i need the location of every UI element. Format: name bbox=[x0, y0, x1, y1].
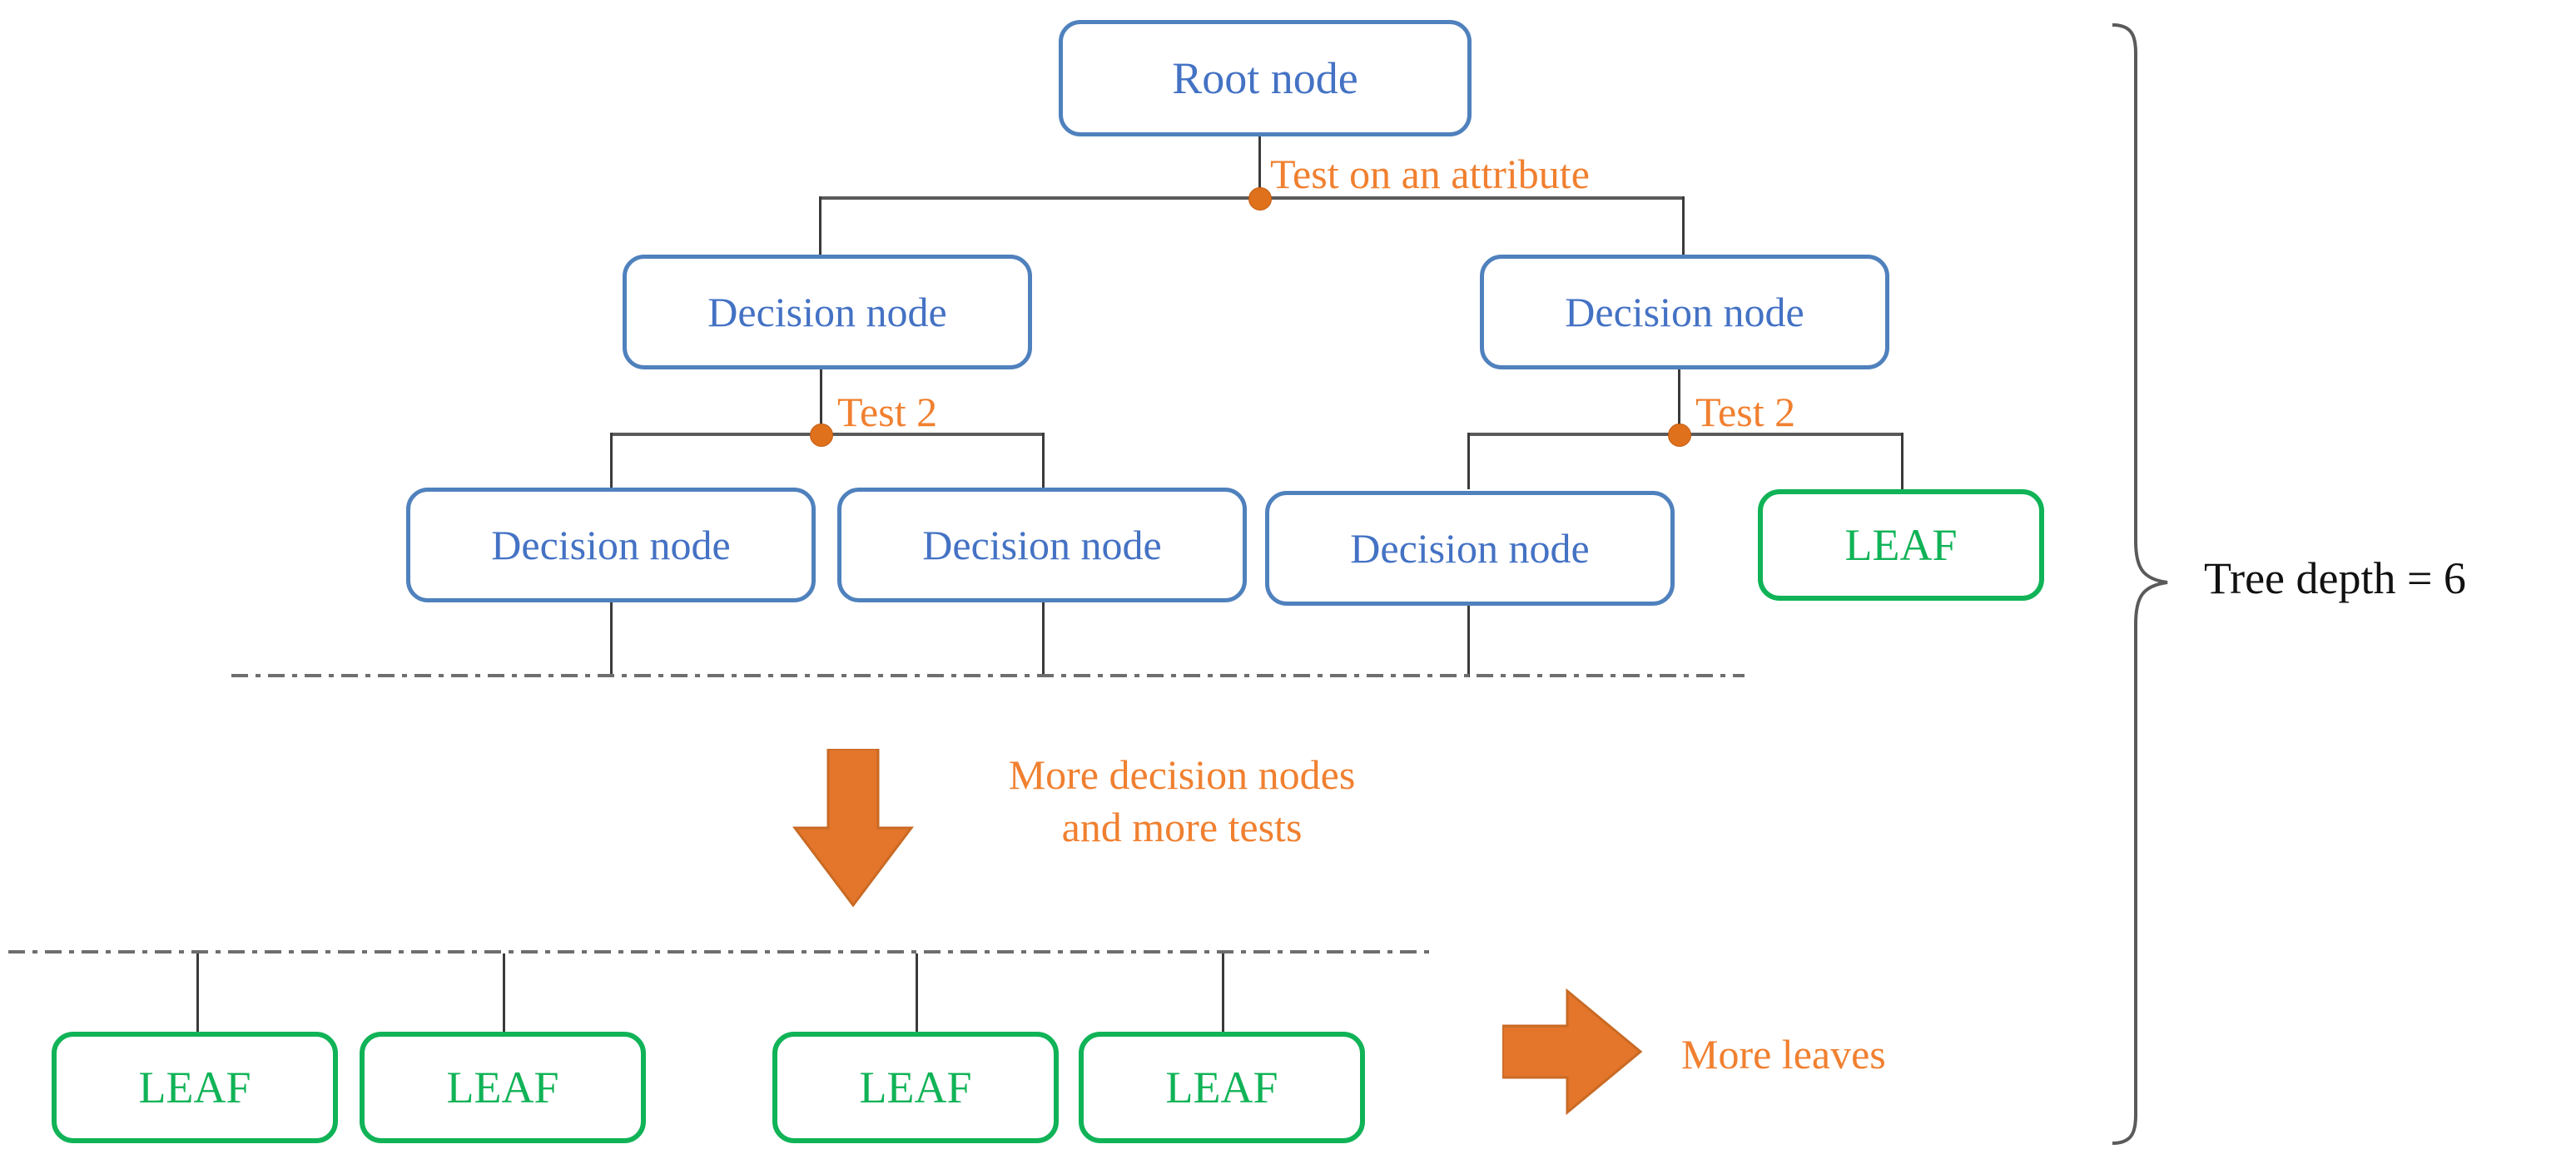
edge-label-right-split: Test 2 bbox=[1695, 389, 1796, 435]
node-level3-leaf[interactable]: LEAF bbox=[1758, 489, 2044, 601]
node-level2-left-label: Decision node bbox=[707, 289, 947, 335]
more-nodes-arrow-icon bbox=[792, 749, 915, 907]
more-leaves-caption: More leaves bbox=[1681, 1031, 1886, 1077]
node-level3-1[interactable]: Decision node bbox=[406, 488, 816, 602]
node-level2-right[interactable]: Decision node bbox=[1480, 255, 1889, 369]
node-root[interactable]: Root node bbox=[1059, 20, 1472, 136]
node-bottom-leaf-3-label: LEAF bbox=[859, 1063, 972, 1112]
split-dot-root[interactable] bbox=[1248, 187, 1272, 211]
split-dot-left[interactable] bbox=[810, 424, 833, 447]
edge-bottom-leaf-4-stem bbox=[1222, 954, 1224, 1033]
node-level2-right-label: Decision node bbox=[1565, 289, 1804, 335]
edge-right-to-child1 bbox=[1467, 433, 1470, 489]
more-nodes-caption: More decision nodes and more tests bbox=[941, 749, 1423, 853]
edge-left-to-child1 bbox=[610, 433, 613, 489]
node-bottom-leaf-2-label: LEAF bbox=[446, 1063, 559, 1112]
node-level3-3[interactable]: Decision node bbox=[1265, 491, 1675, 606]
node-level3-2[interactable]: Decision node bbox=[837, 488, 1247, 602]
node-level3-2-label: Decision node bbox=[922, 522, 1162, 568]
edge-level3-2-stem bbox=[1042, 602, 1045, 677]
edge-label-left-split: Test 2 bbox=[837, 389, 938, 435]
node-bottom-leaf-2[interactable]: LEAF bbox=[360, 1032, 646, 1143]
edge-label-root-split: Test on an attribute bbox=[1270, 151, 1590, 197]
more-nodes-caption-line2: and more tests bbox=[1061, 803, 1303, 850]
more-nodes-caption-line1: More decision nodes bbox=[1008, 751, 1356, 798]
node-level3-3-label: Decision node bbox=[1350, 525, 1590, 572]
separator-upper bbox=[231, 674, 1745, 677]
edge-right-to-child2 bbox=[1901, 433, 1903, 489]
node-bottom-leaf-4[interactable]: LEAF bbox=[1079, 1032, 1365, 1143]
tree-depth-brace bbox=[2112, 23, 2168, 1145]
node-bottom-leaf-3[interactable]: LEAF bbox=[772, 1032, 1059, 1143]
node-level3-leaf-label: LEAF bbox=[1844, 520, 1958, 570]
node-bottom-leaf-4-label: LEAF bbox=[1165, 1063, 1278, 1112]
tree-depth-label: Tree depth = 6 bbox=[2204, 553, 2466, 603]
edge-root-stem bbox=[1258, 136, 1261, 198]
more-leaves-arrow-icon bbox=[1502, 988, 1643, 1115]
edge-left-to-child2 bbox=[1042, 433, 1045, 489]
edge-level2-left-stem bbox=[820, 369, 822, 434]
edge-root-to-right-child bbox=[1682, 196, 1685, 256]
edge-root-to-left-child bbox=[819, 196, 821, 256]
node-bottom-leaf-1-label: LEAF bbox=[138, 1063, 251, 1112]
edge-bottom-leaf-3-stem bbox=[916, 954, 918, 1033]
node-bottom-leaf-1[interactable]: LEAF bbox=[52, 1032, 338, 1143]
node-root-label: Root node bbox=[1172, 53, 1358, 103]
split-dot-right[interactable] bbox=[1668, 424, 1691, 447]
edge-level2-right-stem bbox=[1678, 369, 1680, 434]
edge-level3-3-stem bbox=[1467, 606, 1470, 677]
separator-lower bbox=[8, 950, 1433, 954]
node-level3-1-label: Decision node bbox=[491, 522, 731, 568]
edge-bottom-leaf-1-stem bbox=[196, 954, 199, 1033]
node-level2-left[interactable]: Decision node bbox=[623, 255, 1032, 369]
edge-level3-1-stem bbox=[610, 602, 613, 677]
edge-bottom-leaf-2-stem bbox=[503, 954, 505, 1033]
